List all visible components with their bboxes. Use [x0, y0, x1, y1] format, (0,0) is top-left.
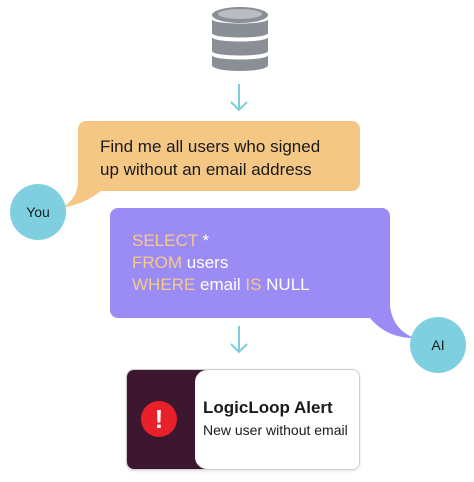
sql-keyword: SELECT — [132, 231, 198, 250]
sql-message-bubble: SELECT * FROM users WHERE email IS NULL — [110, 208, 390, 318]
sql-keyword: FROM — [132, 253, 183, 272]
database-icon — [212, 7, 268, 71]
sql-text: NULL — [261, 275, 310, 294]
sql-line: WHERE email IS NULL — [132, 274, 390, 296]
arrow-down-icon — [230, 326, 248, 354]
sql-line: SELECT * — [132, 230, 390, 252]
user-message-line: Find me all users who signed — [100, 137, 321, 156]
arrow-down-icon — [230, 84, 248, 112]
sql-text: * — [197, 231, 210, 250]
alert-content-panel — [195, 370, 359, 469]
sql-keyword: IS — [245, 275, 262, 294]
sql-keyword: WHERE — [132, 275, 196, 294]
sql-text: email — [195, 275, 246, 294]
user-avatar: You — [10, 184, 66, 240]
ai-avatar-label: AI — [431, 337, 445, 353]
user-message-line: up without an email address — [100, 160, 312, 179]
alert-icon-glyph: ! — [154, 403, 164, 434]
alert-subtitle: New user without email — [203, 422, 348, 438]
exclamation-icon: ! — [141, 401, 177, 437]
alert-title: LogicLoop Alert — [203, 398, 333, 417]
user-avatar-label: You — [26, 204, 50, 220]
user-message-bubble: Find me all users who signed up without … — [78, 121, 360, 191]
alert-notification-card: ! LogicLoop Alert New user without email — [126, 369, 360, 470]
sql-text: users — [182, 253, 229, 272]
sql-line: FROM users — [132, 252, 390, 274]
ai-avatar: AI — [410, 317, 466, 373]
